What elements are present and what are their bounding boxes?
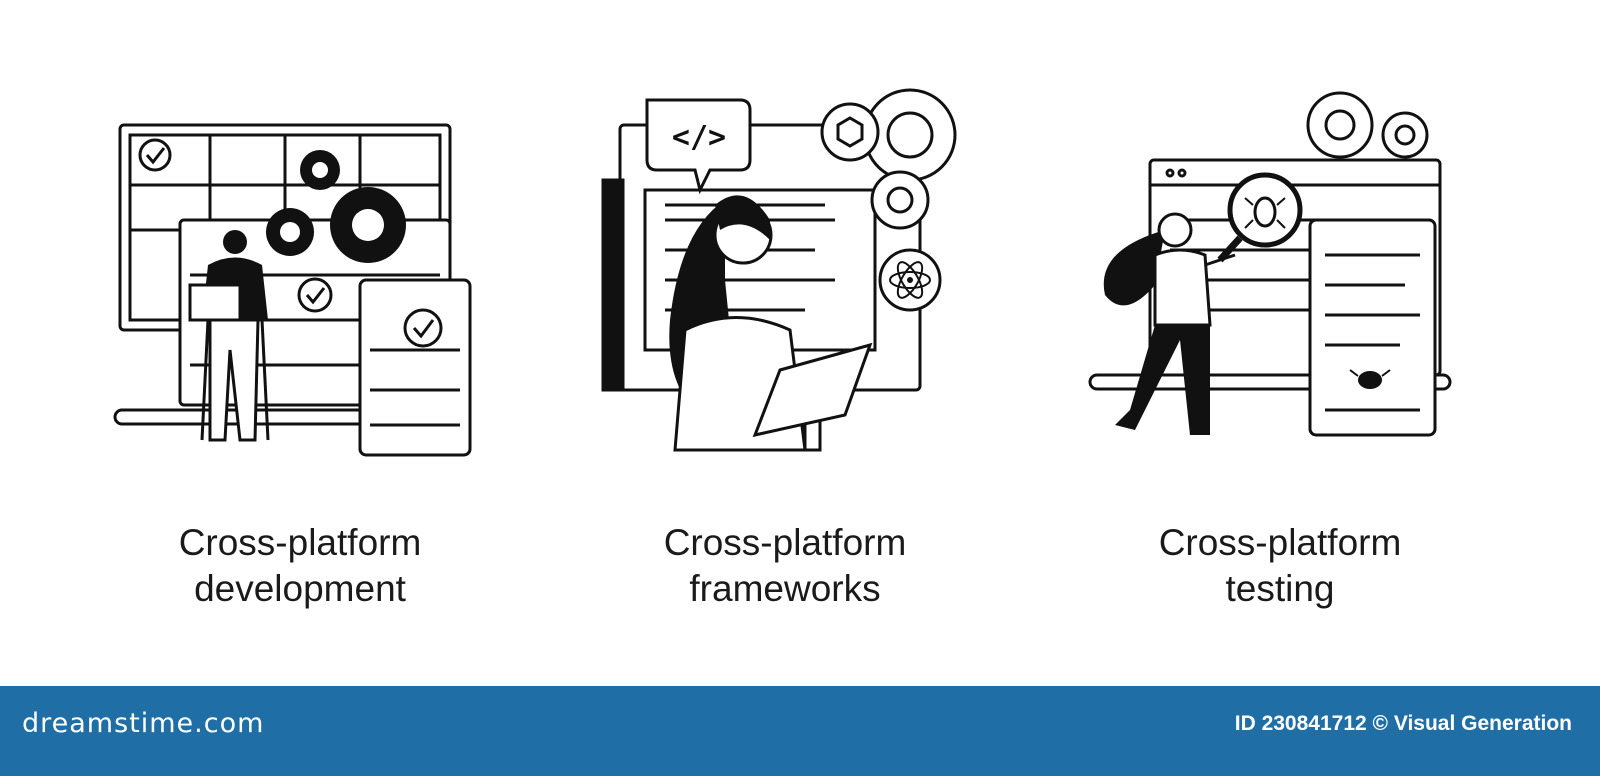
caption-line: testing: [1225, 568, 1335, 609]
frameworks-illustration: </>: [601, 88, 957, 452]
caption-line: frameworks: [689, 568, 881, 609]
atom-icon: [878, 248, 942, 312]
gear-icon: [300, 150, 340, 190]
caption-line: Cross-platform: [178, 522, 422, 563]
checkmark-icon: [297, 277, 333, 313]
code-tag-icon: </>: [645, 98, 752, 195]
magnifier-bug-icon: [1217, 172, 1303, 263]
footer-bar: dreamstime.com ID 230841712 © Visual Gen…: [0, 686, 1600, 776]
person-figure: [188, 230, 270, 442]
person-figure: [1103, 212, 1236, 435]
panel-frameworks: </>: [575, 80, 995, 640]
gear-icon: [1306, 91, 1374, 159]
svg-text:</>: </>: [672, 120, 726, 155]
caption-line: Cross-platform: [663, 522, 907, 563]
panel-testing: Cross-platform testing: [1070, 80, 1490, 640]
testing-illustration: [1088, 91, 1452, 437]
development-illustration: [113, 123, 472, 457]
illustration-stage: Cross-platform development </>: [90, 80, 1490, 640]
gear-icon: [863, 88, 957, 182]
gear-icon: [266, 208, 314, 256]
image-credit: ID 230841712 © Visual Generation: [1234, 712, 1572, 735]
gear-icon: [1381, 111, 1429, 159]
caption-testing: Cross-platform testing: [1070, 520, 1490, 612]
caption-frameworks: Cross-platform frameworks: [575, 520, 995, 612]
panel-development: Cross-platform development: [90, 80, 510, 640]
gear-icon: [330, 187, 406, 263]
caption-line: development: [194, 568, 406, 609]
checkmark-icon: [403, 308, 443, 348]
gear-icon: [870, 170, 930, 230]
gear-icon: [820, 102, 880, 162]
person-figure: [669, 195, 873, 452]
brand-logo[interactable]: dreamstime.com: [22, 708, 265, 739]
caption-development: Cross-platform development: [90, 520, 510, 612]
bug-icon: [1349, 369, 1391, 389]
caption-line: Cross-platform: [1158, 522, 1402, 563]
checkmark-icon: [138, 138, 172, 172]
